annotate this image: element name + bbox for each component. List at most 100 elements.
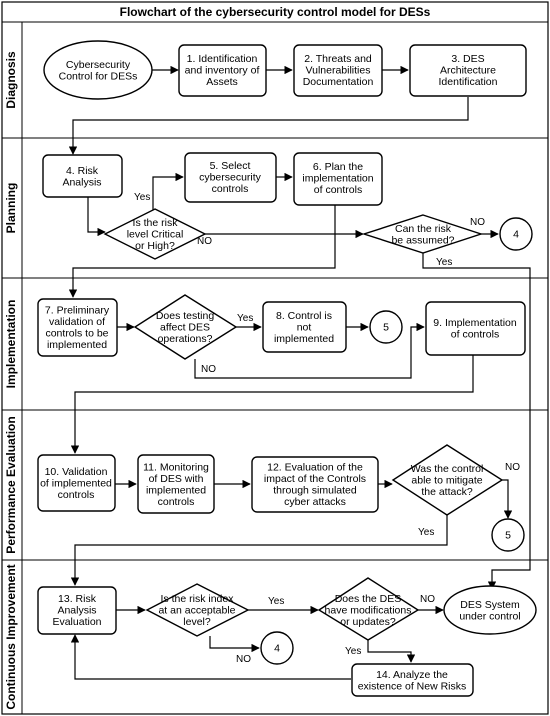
node-label-line: level? xyxy=(183,616,211,628)
node-label-line: 5 xyxy=(505,530,511,542)
node-label-line: of implemented xyxy=(40,478,112,490)
edge-label-no: NO xyxy=(505,462,520,473)
edge-label-no: NO xyxy=(197,236,212,247)
node-label-line: Does the DES xyxy=(335,593,402,605)
lane-label-continuous-improvement: Continuous Improvement xyxy=(4,564,18,709)
node-label-line: 9. Implementation xyxy=(433,317,517,329)
lane-label-implementation: Implementation xyxy=(4,300,18,389)
connector-5: 5 xyxy=(369,310,403,344)
node-label-line: Analysis xyxy=(62,176,101,188)
node-label-line: existence of New Risks xyxy=(358,680,467,692)
edge-label-yes: Yes xyxy=(237,313,253,324)
node-label-line: or updates? xyxy=(340,616,396,628)
node-label-line: 3. DES xyxy=(451,53,484,65)
node-label-line: 5. Select xyxy=(210,160,251,172)
edge-label-yes: Yes xyxy=(418,527,434,538)
node-label-line: Analysis xyxy=(57,605,96,617)
node-label-line: Was the control xyxy=(411,463,484,475)
node-label-line: at an acceptable xyxy=(158,605,235,617)
node-label-line: able to mitigate xyxy=(411,475,482,487)
node-label-line: through simulated xyxy=(273,484,357,496)
node-label-line: Documentation xyxy=(303,76,374,88)
edge-label-no: NO xyxy=(236,654,251,665)
node-label-line: 13. Risk xyxy=(58,593,97,605)
node-label-line: 8. Control is xyxy=(276,310,332,322)
node-label-line: Evaluation xyxy=(52,616,101,628)
node-label-line: Control for DESs xyxy=(59,70,138,82)
node-label-line: 1. Identification xyxy=(187,53,258,65)
node-label-line: Assets xyxy=(206,76,238,88)
node-label-line: Can the risk xyxy=(395,223,452,235)
node-label-line: controls xyxy=(58,489,95,501)
node-label-line: Identification xyxy=(439,76,498,88)
edge-label-yes: Yes xyxy=(345,646,361,657)
lane-label-planning: Planning xyxy=(4,183,18,234)
svg-text:5: 5 xyxy=(383,322,389,334)
node-label-line: not xyxy=(297,322,312,334)
node-label-line: 4 xyxy=(513,229,519,241)
node-label-line: 2. Threats and xyxy=(304,53,372,65)
node-label-line: operations? xyxy=(158,333,213,345)
connector-4: 4 xyxy=(499,217,533,251)
node-label-line: implemented xyxy=(274,333,334,345)
node-label-line: 6. Plan the xyxy=(313,161,363,173)
node-label-line: or High? xyxy=(135,240,175,252)
edge-label-no: NO xyxy=(470,217,485,228)
lane-label-diagnosis: Diagnosis xyxy=(4,51,18,109)
node-label-line: the attack? xyxy=(421,486,473,498)
node-label-line: and inventory of xyxy=(185,65,260,77)
node-label-line: Vulnerabilities xyxy=(306,65,371,77)
node-label-line: validation of xyxy=(49,316,105,328)
node-label-line: 11. Monitoring xyxy=(143,461,209,473)
node-label-line: affect DES xyxy=(160,322,210,334)
node-label-line: 4. Risk xyxy=(66,165,99,177)
node-label-line: controls xyxy=(212,183,249,195)
node-label-line: 7. Preliminary xyxy=(45,304,110,316)
node-label-line: level Critical xyxy=(127,229,184,241)
node-label-line: cybersecurity xyxy=(199,172,262,184)
node-label-line: Architecture xyxy=(440,65,496,77)
edge-label-no: NO xyxy=(201,364,216,375)
edge-label-yes: Yes xyxy=(134,192,150,203)
node-label-line: under control xyxy=(459,610,520,622)
node-label-line: Does testing xyxy=(156,310,215,322)
node-label-line: controls to be xyxy=(45,327,108,339)
node-label-line: be assumed? xyxy=(391,234,454,246)
node-label-line: impact of the Controls xyxy=(264,473,366,485)
